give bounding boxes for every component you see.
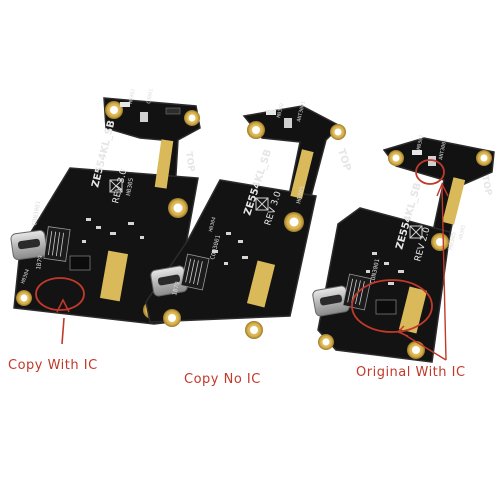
board-3-code-b: ANT3001 <box>438 139 448 161</box>
board-1-code: H0305 <box>125 177 135 196</box>
board-1-gold-strip <box>154 139 174 189</box>
board-1-connector-label: CON3001 <box>31 200 42 226</box>
arrow-original-ic <box>399 331 447 361</box>
board-1-gold-plate <box>99 250 129 302</box>
board-3-code-c: H0305 <box>458 224 467 240</box>
board-2-code-c: H0304 <box>208 216 217 232</box>
board-2-code-a: M0302 <box>276 102 285 118</box>
board-2-gold-plate <box>246 260 276 308</box>
caption-copy-with-ic: Copy With IC <box>8 358 98 373</box>
board-3-gold-strip <box>442 177 466 225</box>
board-1-code-c: H0304 <box>20 268 31 284</box>
board-2-top-label: TOP <box>335 148 352 173</box>
board-1-connector <box>43 226 71 262</box>
board-1-chip-label: 1B79 <box>35 255 44 271</box>
caption-original-with-ic: Original With IC <box>356 365 466 380</box>
arrow-copy-ic <box>61 317 65 345</box>
board-3-code-a: M0302 <box>416 134 425 150</box>
board-1-ic <box>69 255 91 271</box>
board-2-gold-strip <box>290 149 314 199</box>
board-1-code-b: C3001 <box>146 88 155 104</box>
caption-copy-no-ic: Copy No IC <box>184 372 261 387</box>
board-2-code: H0305 <box>295 185 306 205</box>
board-2-code-b: ANT3001 <box>296 101 307 123</box>
board-1-top-label: TOP <box>183 151 196 173</box>
board-2-chip-label: 1B79 <box>171 280 181 296</box>
board-3-gold-plate <box>398 286 428 334</box>
highlight-circle-copy-ic <box>35 277 85 311</box>
arrow-original-top <box>441 185 447 361</box>
board-3-top-label: TOP <box>479 175 493 197</box>
highlight-circle-original-top <box>415 159 445 185</box>
board-3-code: H0305 <box>447 231 458 251</box>
board-copy-no-ic: ZE554KL_SB REV 3.0 TOP H0305 CON3001 1B7… <box>145 101 353 339</box>
highlight-circle-original-ic <box>351 279 433 333</box>
annotations <box>35 159 449 361</box>
board-1-code-a: M0302 <box>128 88 137 104</box>
board-3-ic <box>375 299 397 315</box>
